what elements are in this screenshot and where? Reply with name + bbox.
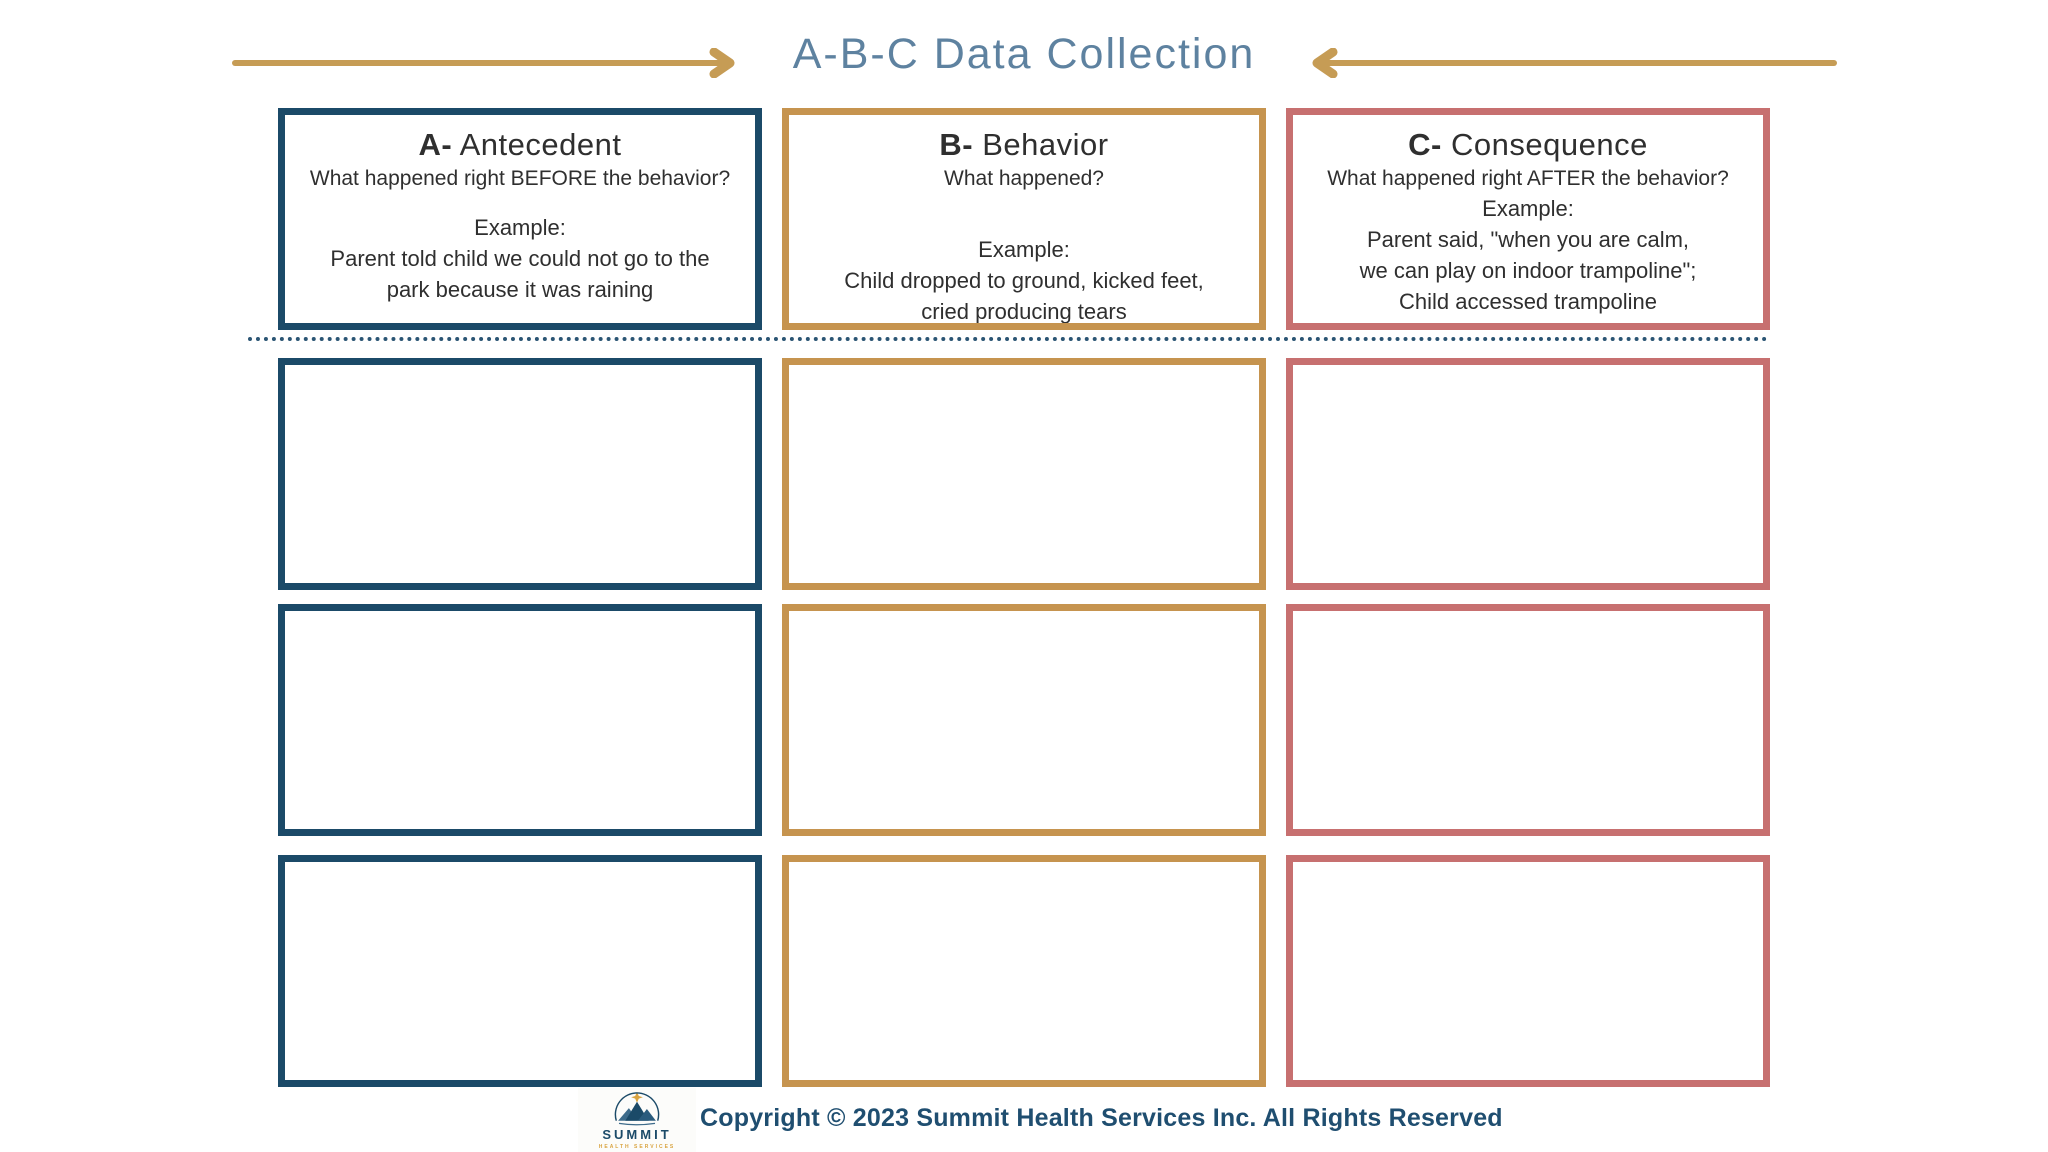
abc-grid: A- Antecedent What happened right BEFORE… [248, 108, 1770, 1087]
consequence-entry-cell-2[interactable] [1286, 604, 1770, 836]
behavior-entry-cell-3[interactable] [782, 855, 1266, 1087]
consequence-heading: C- Consequence [1293, 127, 1763, 163]
antecedent-header-box: A- Antecedent What happened right BEFORE… [278, 108, 762, 330]
dotted-divider [248, 337, 1768, 341]
antecedent-heading: A- Antecedent [285, 127, 755, 163]
antecedent-example-label: Example: [474, 215, 566, 240]
left-pointing-arrow-icon [1300, 48, 1837, 78]
logo-wordmark: SUMMIT [602, 1127, 672, 1142]
behavior-entry-cell-2[interactable] [782, 604, 1266, 836]
consequence-name: Consequence [1451, 127, 1648, 162]
entry-row-2 [278, 604, 1770, 836]
behavior-name: Behavior [982, 127, 1109, 162]
mountain-peaks-with-star-icon [614, 1091, 660, 1126]
behavior-question: What happened? [944, 167, 1104, 190]
behavior-entry-cell-1[interactable] [782, 358, 1266, 590]
antecedent-name: Antecedent [459, 127, 622, 162]
consequence-letter: C- [1408, 127, 1442, 162]
consequence-header-box: C- Consequence What happened right AFTER… [1286, 108, 1770, 330]
summit-logo: SUMMIT HEALTH SERVICES [578, 1088, 696, 1152]
antecedent-entry-cell-1[interactable] [278, 358, 762, 590]
consequence-example: Parent said, "when you are calm, we can … [1359, 227, 1697, 315]
footer: SUMMIT HEALTH SERVICES Copyright © 2023 … [0, 1086, 2048, 1152]
antecedent-entry-cell-3[interactable] [278, 855, 762, 1087]
antecedent-entry-cell-2[interactable] [278, 604, 762, 836]
page-title: A-B-C Data Collection [792, 30, 1256, 78]
behavior-letter: B- [939, 127, 974, 162]
header-row: A- Antecedent What happened right BEFORE… [278, 108, 1770, 330]
antecedent-question: What happened right BEFORE the behavior? [309, 167, 731, 190]
behavior-header-box: B- Behavior What happened? Example: Chil… [782, 108, 1266, 330]
consequence-entry-cell-1[interactable] [1286, 358, 1770, 590]
antecedent-letter: A- [418, 127, 453, 162]
antecedent-example: Parent told child we could not go to the… [330, 246, 710, 303]
entry-row-3 [278, 855, 1770, 1087]
behavior-heading: B- Behavior [789, 127, 1259, 163]
copyright-text: Copyright © 2023 Summit Health Services … [700, 1104, 1503, 1132]
behavior-example: Child dropped to ground, kicked feet, cr… [844, 268, 1204, 325]
consequence-question: What happened right AFTER the behavior? [1327, 167, 1729, 190]
masthead: A-B-C Data Collection [0, 0, 2048, 108]
logo-subtitle: HEALTH SERVICES [598, 1144, 676, 1150]
behavior-example-label: Example: [978, 237, 1070, 262]
entry-row-1 [278, 358, 1770, 590]
right-pointing-arrow-icon [232, 48, 747, 78]
consequence-example-label: Example: [1482, 196, 1574, 221]
consequence-entry-cell-3[interactable] [1286, 855, 1770, 1087]
